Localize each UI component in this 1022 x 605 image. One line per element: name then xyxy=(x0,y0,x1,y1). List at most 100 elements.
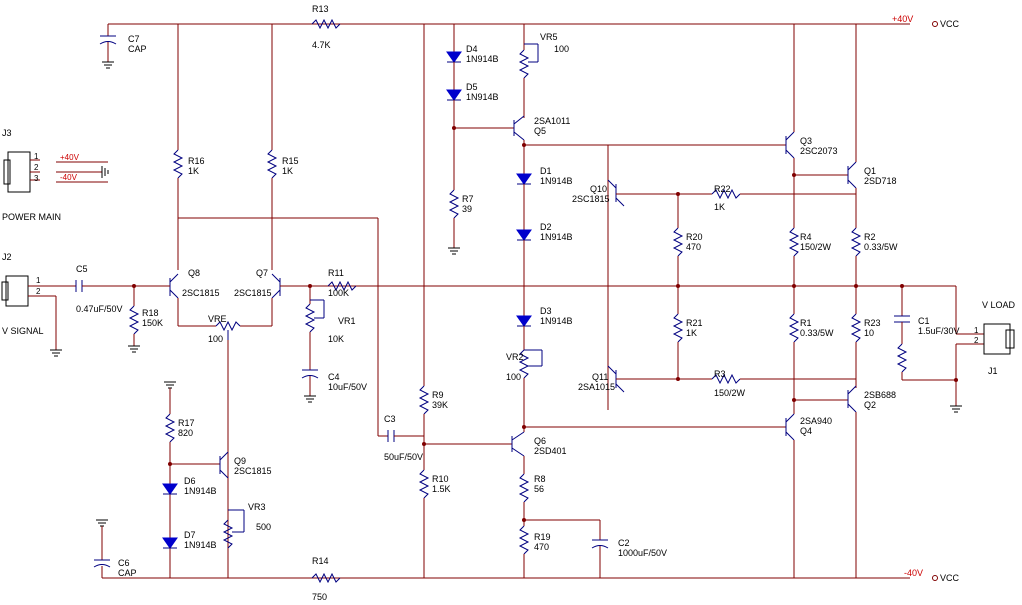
q3-transistor xyxy=(785,24,848,228)
j2-pin2-label: 2 xyxy=(36,287,41,296)
d3-diode xyxy=(516,315,532,350)
r4-value-label: 0.33/5W xyxy=(800,328,834,338)
r1-resistor xyxy=(850,227,862,314)
q1-value-label: 2SD718 xyxy=(864,176,897,186)
j1-ref-label: J1 xyxy=(988,366,998,376)
r2-ref-label: R23 xyxy=(864,318,881,328)
d4-value-label: 1N914B xyxy=(466,54,499,64)
vr2-ref-label: VR2 xyxy=(506,352,524,362)
vre-pot xyxy=(215,320,241,578)
vr3-ref-label: VR3 xyxy=(248,502,266,512)
r18-value-label: 150K xyxy=(142,318,164,328)
vcc-top-label: VCC xyxy=(940,19,960,29)
d1-diode xyxy=(516,173,532,230)
q5-ref-label: Q5 xyxy=(534,126,547,136)
r22-ref-label: R3 xyxy=(714,369,726,379)
j1-pin2-label: 2 xyxy=(974,336,979,345)
d3-value-label: 1N914B xyxy=(540,316,573,326)
r6-value-label: 39 xyxy=(462,204,473,214)
q5-transistor xyxy=(513,115,786,174)
r2-value-label: 10 xyxy=(864,328,875,338)
vre-value-label: 100 xyxy=(208,334,224,344)
q4-transistor xyxy=(785,413,795,578)
q7-ref-label: Q7 xyxy=(256,268,269,278)
c4-value-label: 10uF/50V xyxy=(328,382,368,392)
r4-resistor xyxy=(788,313,848,414)
d3-ref-label: D3 xyxy=(540,306,552,316)
r13-ref-label: R13 xyxy=(312,4,329,14)
j3-pin1-label: 1 xyxy=(34,152,39,161)
c2-capacitor xyxy=(591,520,609,578)
r19-ref-label: R20 xyxy=(686,232,703,242)
j3-ref-label: J3 xyxy=(2,128,12,138)
q11-ref-label: Q11 xyxy=(592,372,609,382)
neg-supply-label: -40V xyxy=(904,568,924,578)
r3-value-label: 150/2W xyxy=(800,242,832,252)
d4-diode xyxy=(446,24,462,63)
c7-ref-label: C7 xyxy=(128,34,140,44)
d7-value-label: 1N914B xyxy=(184,540,217,550)
r16-value-label: 1K xyxy=(188,166,200,176)
vr2-value-label: 100 xyxy=(506,372,522,382)
r13-value-label: 4.7K xyxy=(312,40,331,50)
vr3-value-label: 500 xyxy=(256,522,272,532)
d6-diode xyxy=(162,483,178,495)
r18-ref-label: R18 xyxy=(142,308,159,318)
q8-transistor xyxy=(168,273,216,327)
j2-name-label: V SIGNAL xyxy=(2,326,44,336)
r14-resistor xyxy=(311,572,341,584)
r20-ref-label: R21 xyxy=(686,318,703,328)
r7-value-label: 56 xyxy=(534,484,545,494)
j3-pin1-net-label: +40V xyxy=(60,153,79,162)
r19-value-label: 470 xyxy=(686,242,702,252)
r21-resistor xyxy=(711,188,856,200)
r9-resistor xyxy=(418,24,512,470)
vr5-ref-label: VR5 xyxy=(540,32,558,42)
j3-connector-body xyxy=(3,151,109,193)
r10-ref-label: R10 xyxy=(432,474,449,484)
r22-value-label: 150/2W xyxy=(714,388,746,398)
j3-name-label: POWER MAIN xyxy=(2,212,62,222)
r16-resistor xyxy=(172,24,184,270)
q7-transistor xyxy=(240,273,378,327)
q9-ref-label: Q9 xyxy=(234,456,247,466)
vr3-pot xyxy=(222,509,245,549)
j3-pin3-net-label: -40V xyxy=(60,173,77,182)
q10-transistor xyxy=(607,145,712,410)
vre-ref-label: VRE xyxy=(208,314,227,324)
q2-transistor xyxy=(847,385,857,578)
vcc-bottom-terminal xyxy=(932,575,938,581)
q2-value-label: 2SB688 xyxy=(864,390,897,400)
r21-ref-label: R22 xyxy=(714,184,731,194)
r1-value-label: 0.33/5W xyxy=(864,242,898,252)
r9-ref-label: R9 xyxy=(432,390,444,400)
vr5-pot xyxy=(518,24,539,118)
r14-ref-label: R14 xyxy=(312,556,329,566)
q3-value-label: 2SC2073 xyxy=(800,146,838,156)
q4-ref-label: Q4 xyxy=(800,426,813,436)
r23-resistor xyxy=(896,343,956,381)
r3-ref-label: R4 xyxy=(800,232,812,242)
vr1-pot xyxy=(304,284,325,370)
c5-ref-label: C5 xyxy=(76,264,88,274)
j3-pin2-label: 2 xyxy=(34,163,39,172)
q9-value-label: 2SC1815 xyxy=(234,466,272,476)
q8-value-label: 2SC1815 xyxy=(182,288,220,298)
r4-ref-label: R1 xyxy=(800,318,812,328)
r7-ref-label: R8 xyxy=(534,474,546,484)
j2-connector-body xyxy=(1,275,76,357)
q11-value-label: 2SA1015 xyxy=(578,382,616,392)
c3-value-label: 50uF/50V xyxy=(384,452,424,462)
r2-resistor xyxy=(850,313,862,388)
j2-pin1-label: 1 xyxy=(36,276,41,285)
q5-value-label: 2SA1011 xyxy=(534,116,571,126)
d5-value-label: 1N914B xyxy=(466,92,499,102)
q10-value-label: 2SC1815 xyxy=(572,194,610,204)
q9-transistor xyxy=(219,451,229,500)
q6-transistor xyxy=(511,431,525,474)
d6-value-label: 1N914B xyxy=(184,486,217,496)
c5-value-label: 0.47uF/50V xyxy=(76,304,123,314)
c3-ref-label: C3 xyxy=(384,414,396,424)
